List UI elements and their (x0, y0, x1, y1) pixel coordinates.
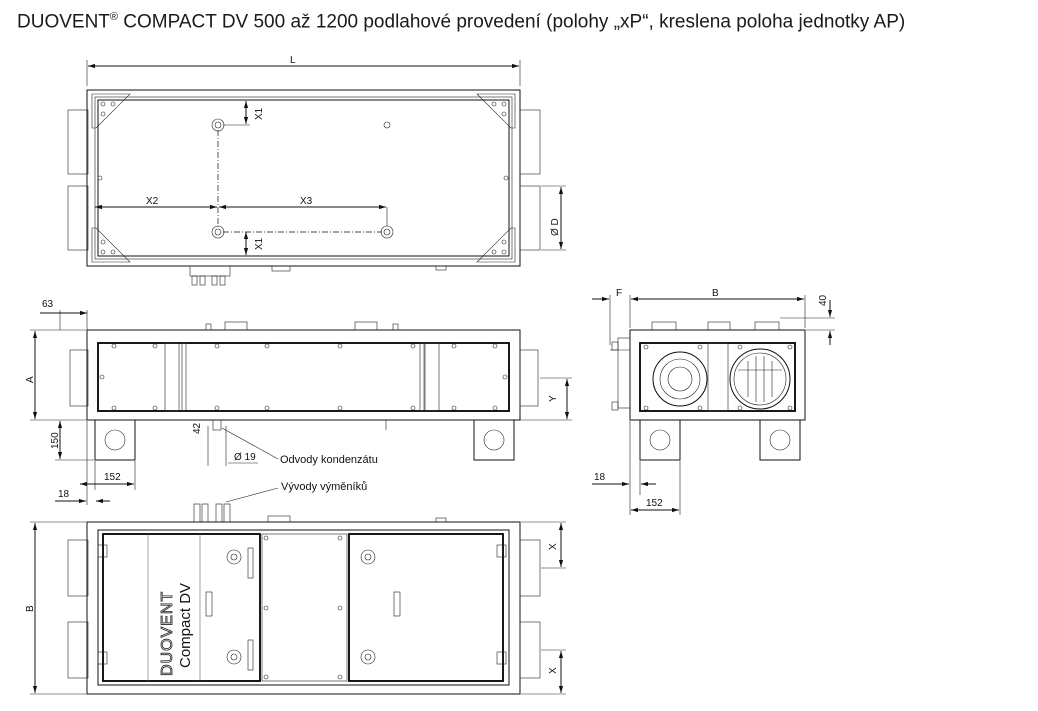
exchanger-label: Vývody výměníků (281, 481, 367, 493)
dim-Y: Y (548, 395, 559, 402)
dim-X1-top: X1 (254, 107, 265, 120)
title-registered-mark: ® (109, 11, 119, 23)
front-panel-outline (86, 521, 521, 695)
dim-18-right: 18 (594, 472, 606, 483)
top-view-outline (86, 89, 521, 267)
condensate-label: Odvody kondenzátu (280, 454, 378, 466)
dim-152-right: 152 (646, 498, 663, 509)
top-view: L X2 X3 X1 X1 Ø D (67, 55, 566, 286)
drawing-title: DUOVENT® COMPACT DV 500 až 1200 podlahov… (17, 11, 905, 33)
front-view: 63 A Y 150 42 Ø 19 Odvody kondenzátu 152… (25, 299, 572, 505)
dim-X-top: X (548, 543, 559, 550)
dim-19: Ø 19 (234, 452, 256, 463)
dim-63: 63 (42, 299, 54, 310)
side-view: F B 40 18 152 (592, 288, 835, 515)
dim-18-left: 18 (58, 489, 70, 500)
dim-A: A (25, 376, 36, 383)
dim-F: F (616, 288, 622, 299)
front-panel-view: Vývody výměníků DUOVENT Compact DV B X X (25, 481, 566, 695)
panel-model-text: Compact DV (177, 583, 194, 668)
dim-D: Ø D (550, 218, 561, 236)
dim-152-left: 152 (104, 472, 121, 483)
panel-brand-text: DUOVENT (159, 591, 176, 676)
dim-X1-bottom: X1 (254, 237, 265, 250)
dim-L: L (290, 55, 296, 66)
title-text: COMPACT DV 500 až 1200 podlahové provede… (118, 11, 906, 33)
dim-B-bottom: B (25, 605, 36, 612)
dim-B-side: B (712, 288, 719, 299)
title-brand: DUOVENT (17, 11, 110, 33)
dim-X3: X3 (300, 196, 313, 207)
dim-X-bottom: X (548, 667, 559, 674)
dim-42: 42 (192, 422, 203, 434)
dim-40: 40 (818, 294, 829, 306)
dim-X2: X2 (146, 196, 159, 207)
dim-150: 150 (50, 432, 61, 449)
